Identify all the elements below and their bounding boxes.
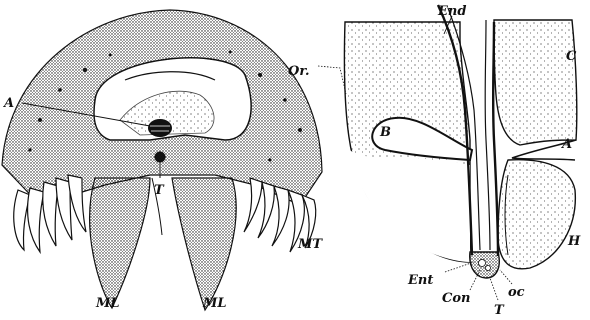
pointer-T — [490, 278, 498, 300]
left-panel — [2, 10, 322, 310]
label-Or: Or. — [288, 64, 310, 79]
label-H: H — [567, 234, 581, 249]
label-Ent: Ent — [407, 273, 433, 288]
right-panel — [318, 5, 577, 300]
label-A-left: A — [2, 96, 14, 111]
pointer-Ent — [445, 262, 474, 272]
right-body-upper — [494, 20, 577, 145]
oral-lobe-left — [90, 178, 150, 308]
umbrella-left-inner — [350, 150, 470, 262]
label-T-right: T — [494, 303, 505, 318]
label-ML-right: ML — [202, 296, 227, 311]
pointer-oc — [500, 270, 512, 284]
label-B: B — [379, 125, 391, 140]
label-ML-left: ML — [95, 296, 120, 311]
label-oc: oc — [508, 285, 525, 300]
organ-A — [148, 119, 172, 137]
label-T-left: T — [154, 183, 165, 198]
oral-lobe-right — [172, 178, 236, 310]
label-MT: MT — [297, 237, 323, 252]
lobe-H — [498, 160, 575, 269]
label-C: C — [566, 49, 577, 64]
canal-inner-right — [485, 20, 490, 250]
label-A-right: A — [560, 137, 572, 152]
label-End: End — [437, 4, 466, 19]
label-Con: Con — [442, 291, 470, 306]
organ-T — [155, 152, 166, 163]
pointer-Or — [318, 66, 346, 94]
